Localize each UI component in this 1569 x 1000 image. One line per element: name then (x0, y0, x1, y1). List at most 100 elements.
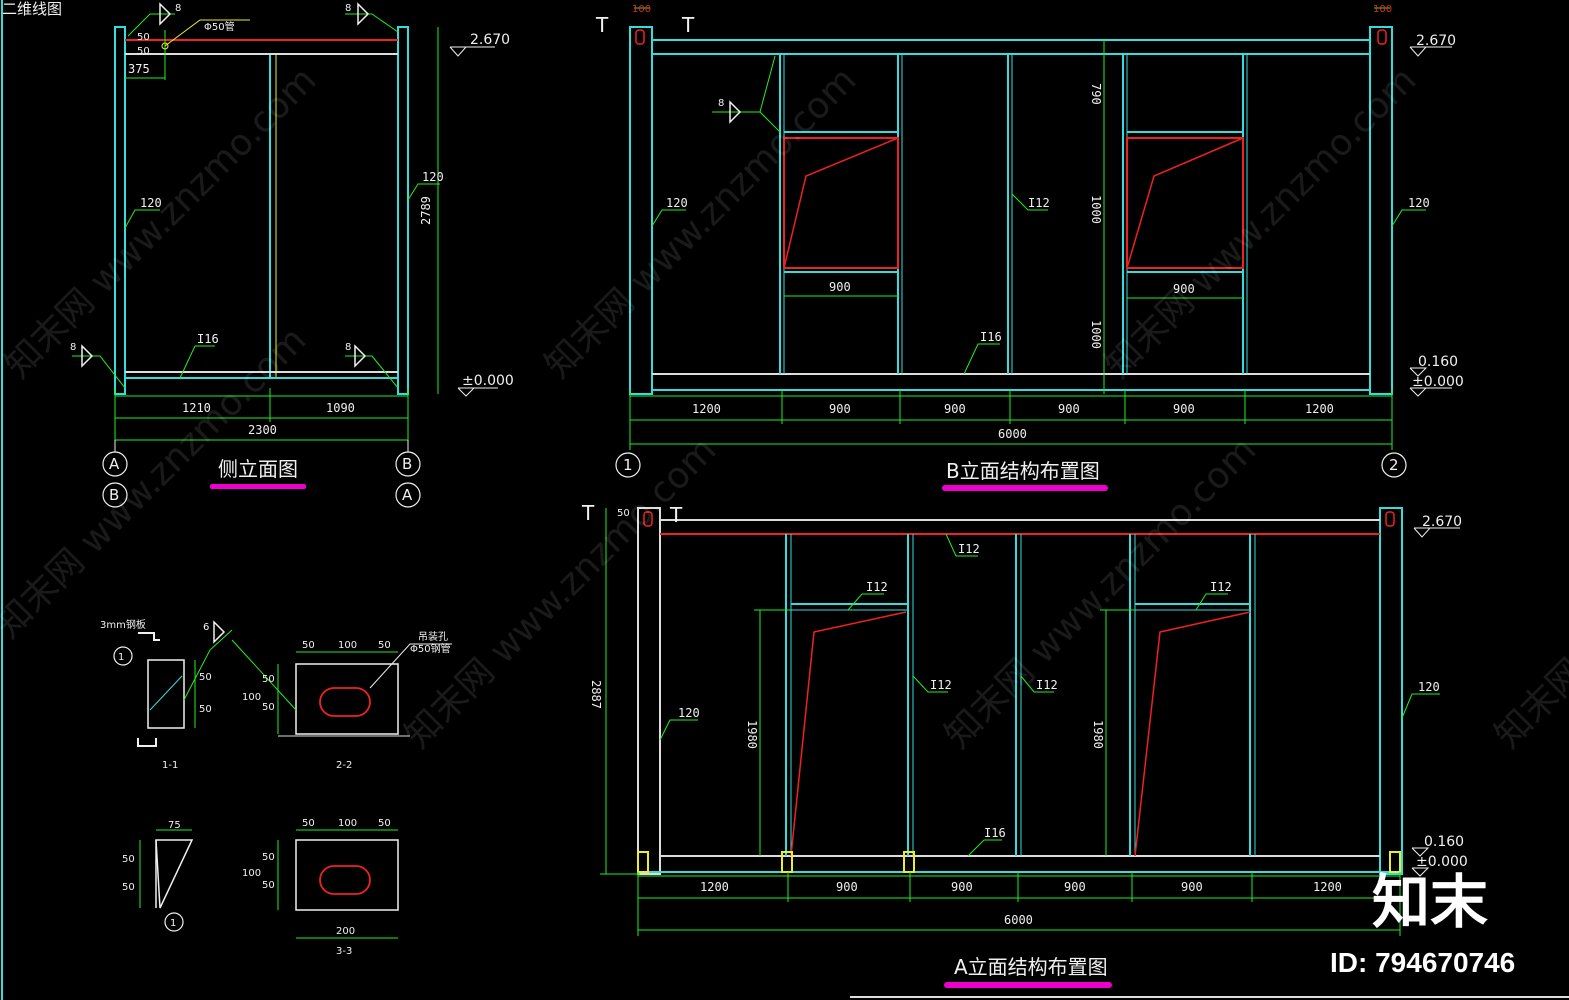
side-axis-bubble-right-2 (395, 482, 421, 508)
detail-views: 3mm钢板 6 50 50 1 1-1 50 100 50 100 50 50 … (100, 618, 452, 957)
a-label-door2: I12 (1210, 580, 1232, 594)
d2-top-dim-3: 50 (378, 640, 391, 651)
b-axis-bubble-left (615, 452, 641, 478)
image-id-label: ID: 794670746 (1330, 947, 1515, 978)
b-base-level: ±0.000 (1412, 374, 1464, 390)
side-axis-left-1: A (109, 455, 120, 473)
d2-weld-leader (231, 639, 297, 711)
side-weld-leader-top-right (345, 13, 399, 33)
b-label-i12: I12 (1028, 196, 1050, 210)
b-total-width: 6000 (998, 427, 1027, 441)
side-leader-i16 (179, 345, 215, 379)
d1-weld-flag (213, 620, 226, 644)
d1-plate (147, 659, 185, 729)
d4-side-dim-3: 50 (262, 880, 275, 891)
a-bay-dim-1: 1200 (700, 880, 729, 894)
side-base-level: ±0.000 (462, 373, 514, 389)
a-door1-height: 1980 (745, 720, 759, 749)
a-leader-post3 (1020, 675, 1054, 693)
side-pipe-note: Φ50管 (204, 20, 235, 33)
side-width-dim-1: 1210 (182, 401, 211, 415)
b-t-mark-mid: T (681, 13, 695, 37)
b-bay-dim-5: 900 (1173, 402, 1195, 416)
b-vdim-2: 1000 (1089, 195, 1103, 224)
d2-top-dim-2: 100 (338, 640, 357, 651)
a-level-marker-base (1411, 867, 1430, 877)
side-leader-120-left (124, 209, 160, 229)
b-beam-label: I16 (980, 330, 1002, 344)
a-label-i16: I16 (984, 826, 1006, 840)
a-door2-height: 1980 (1091, 720, 1105, 749)
a-leader-right-col (1401, 693, 1440, 719)
b-label-120-left: 120 (666, 196, 688, 210)
d2-note2: Φ50钢管 (410, 642, 451, 655)
side-view-title: 侧立面图 (218, 457, 298, 481)
a-bay-dim-3: 900 (951, 880, 973, 894)
d2-slot-hole (319, 687, 371, 717)
a-view-title: A立面结构布置图 (954, 955, 1108, 979)
a-leader-post2 (912, 675, 948, 693)
d1-diagonal (149, 675, 183, 711)
b-left-column (629, 26, 653, 395)
side-weld-flag-left (81, 344, 94, 368)
side-edge-dim: 375 (128, 62, 150, 76)
side-right-column (397, 26, 409, 395)
d4-top-dim-3: 50 (378, 818, 391, 829)
d1-circle-label: 1 (118, 652, 124, 663)
d3-top-dim: 75 (168, 820, 181, 831)
b-axis-left: 1 (623, 456, 633, 474)
side-height-dim: 2789 (419, 196, 433, 225)
b-window1-width: 900 (829, 280, 851, 294)
a-base-level: ±0.000 (1416, 854, 1468, 870)
b-title-underline (942, 485, 1108, 491)
side-weld-leader-right (345, 355, 399, 389)
b-leader-120-right (1391, 209, 1426, 227)
a-total-width: 6000 (1004, 913, 1033, 927)
d4-slot-hole (319, 865, 371, 895)
side-axis-left-2: B (109, 486, 119, 504)
a-leader-door1 (847, 593, 884, 611)
side-left-column (114, 26, 126, 395)
side-axis-bubble-right-1 (395, 451, 421, 477)
d4-top-dim-2: 100 (338, 818, 357, 829)
b-bay-dim-2: 900 (829, 402, 851, 416)
d4-section-tag: 3-3 (336, 946, 352, 957)
b-view-title: B立面结构布置图 (946, 459, 1100, 483)
b-floor-level: 0.160 (1418, 354, 1458, 370)
a-left-column (637, 507, 661, 875)
d3-side-dim-1: 50 (122, 854, 135, 865)
a-height-dim: 2887 (589, 680, 603, 709)
elevation-b-view: T T 100 100 2.670 0.160 ±0.000 1200 900 … (595, 4, 1464, 491)
b-weld-flag (729, 100, 742, 124)
a-bay-dim-4: 900 (1064, 880, 1086, 894)
a-label-right-col: 120 (1418, 680, 1440, 694)
d1-section-tag: 1-1 (162, 760, 178, 771)
d2-side-dim-3: 50 (262, 702, 275, 713)
b-t-mark-left: T (595, 13, 609, 37)
side-leader-120-right (407, 183, 440, 201)
b-leader-120-left (651, 209, 686, 227)
a-t-mark-mid: T (669, 503, 683, 527)
b-weld-label: 8 (718, 98, 724, 109)
side-pipe-marker (161, 42, 169, 50)
b-window2-swing (1126, 137, 1244, 269)
side-weld-label-left: 8 (70, 342, 76, 353)
window-title: 二维线图 (2, 0, 62, 18)
b-right-column (1369, 26, 1393, 395)
d3-triangle (155, 839, 194, 909)
a-anchor-2 (903, 851, 915, 873)
b-leader-i16 (963, 343, 1000, 375)
a-leader-i16 (967, 839, 1002, 857)
a-label-door1: I12 (866, 580, 888, 594)
b-right-hole (1377, 29, 1387, 45)
side-axis-right-2: A (402, 486, 413, 504)
b-top-dim-right: 100 (1373, 4, 1392, 15)
d2-side-dim-2: 50 (262, 674, 275, 685)
b-bay-dim-3: 900 (944, 402, 966, 416)
side-beam-label: I16 (197, 332, 219, 346)
d1-top-flange (138, 632, 160, 641)
side-small-dim-2: 50 (137, 46, 150, 57)
b-leader-i12 (1011, 193, 1048, 211)
b-top-level: 2.670 (1416, 33, 1456, 49)
side-axis-bubble-left-1 (102, 451, 128, 477)
